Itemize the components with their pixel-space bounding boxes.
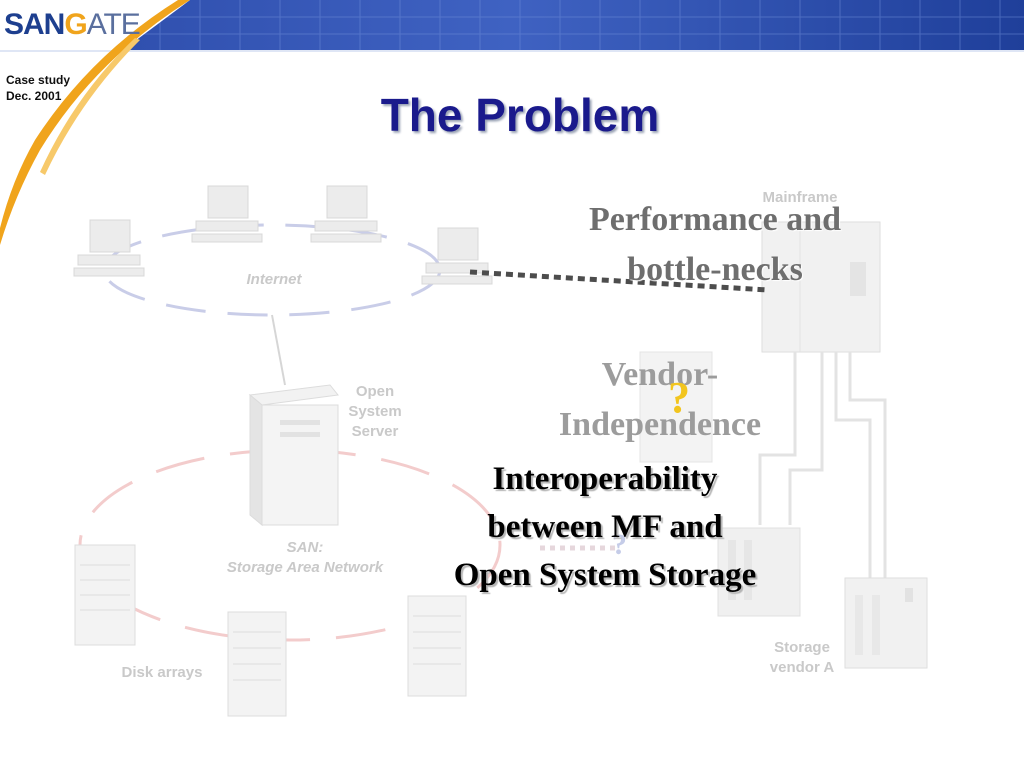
vendor-line2: Independence	[558, 406, 762, 443]
interop-line3: Open System Storage	[453, 557, 757, 593]
storage-cabinet-icon	[639, 351, 713, 463]
mainframe-icon	[761, 221, 881, 353]
storage-vendor-label: Storage vendor A	[752, 638, 852, 678]
mainframe-cables	[758, 352, 887, 580]
pc-icon	[421, 227, 493, 285]
mainframe-label: Mainframe	[762, 189, 838, 206]
bottleneck-dotted-line	[469, 269, 769, 293]
storage-unit-icon	[717, 527, 801, 617]
open-system-server-label: Open System Server	[335, 382, 415, 442]
server-link-line	[271, 314, 286, 386]
logo-ate-text: ATE	[86, 8, 141, 41]
case-study-date: Dec. 2001	[6, 89, 62, 103]
question-mark-icon: ?	[668, 373, 690, 422]
vendor-line1: Vendor-	[601, 356, 719, 393]
orange-swoosh-decoration	[0, 0, 190, 245]
pc-icon	[191, 185, 263, 243]
faded-question-mark-icon: ?	[612, 528, 627, 561]
case-study-line1: Case study	[6, 73, 71, 87]
case-study-label: Case study Dec. 2001	[6, 72, 70, 104]
oss-line1: Open	[355, 383, 395, 400]
logo-g-text: G	[64, 8, 87, 41]
disk-arrays-label: Disk arrays	[121, 664, 203, 681]
storage-vendor-cabinet-icon	[844, 577, 928, 669]
san-line2: Storage Area Network	[226, 559, 384, 576]
vendor-independence-callout: Vendor- Independence	[520, 350, 800, 450]
performance-line2: bottle-necks	[627, 251, 803, 288]
performance-line1: Performance and	[588, 201, 842, 238]
disk-array-icon	[407, 595, 467, 697]
sangate-logo: SANGATE	[4, 2, 141, 48]
oss-line2: System	[348, 403, 402, 420]
san-label: SAN: Storage Area Network	[200, 538, 410, 578]
san-line1: SAN:	[286, 539, 324, 556]
interop-line2: between MF and	[487, 509, 723, 545]
interop-line1: Interoperability	[492, 461, 718, 497]
storage-vendor-line2: vendor A	[769, 659, 835, 676]
interoperability-callout: Interoperability between MF and Open Sys…	[405, 455, 805, 599]
logo-san-text: SAN	[4, 8, 65, 41]
pc-icon	[73, 219, 145, 277]
oss-line3: Server	[351, 423, 399, 440]
disk-array-icon	[74, 544, 136, 646]
performance-callout: Performance and bottle-necks	[555, 195, 875, 295]
disk-array-icon	[227, 611, 287, 717]
server-tower-icon	[248, 384, 339, 527]
storage-vendor-line1: Storage	[774, 639, 830, 656]
slide-title: The Problem	[380, 89, 660, 141]
internet-label: Internet	[246, 271, 302, 288]
pc-icon	[310, 185, 382, 243]
